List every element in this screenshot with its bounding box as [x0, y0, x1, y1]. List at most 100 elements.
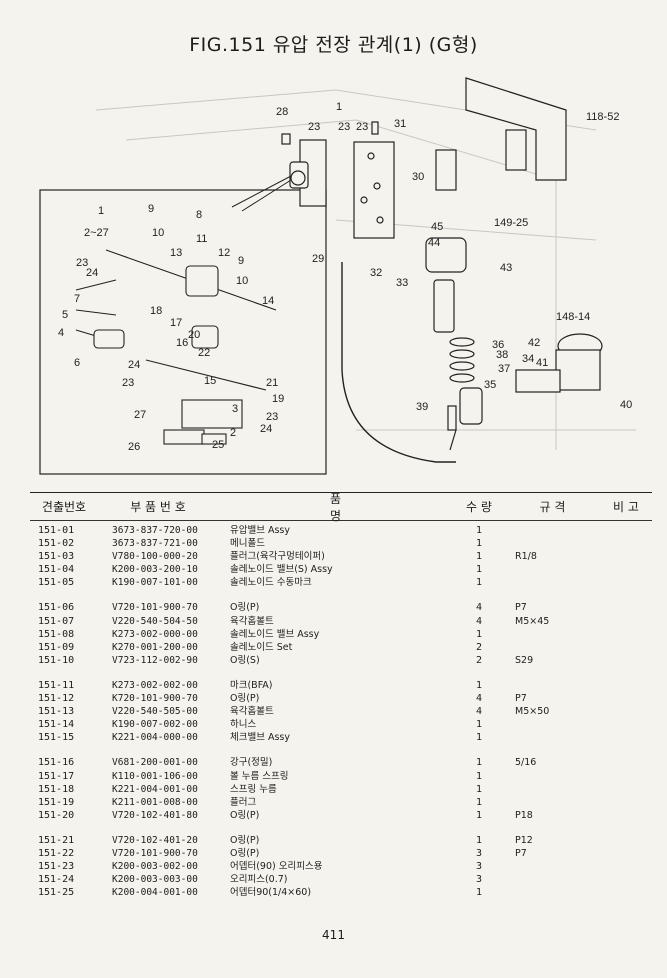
inset-callout-label: 17: [170, 317, 182, 329]
cell-note: [600, 601, 652, 614]
cell-index-no: 151-05: [38, 577, 75, 589]
cell-part-no: K270-001-200-00: [112, 641, 198, 653]
callout-label: 42: [528, 337, 540, 349]
cell-note: [600, 847, 652, 860]
diagram-svg: 28 1 23 23 23 31 30 118-52 45 44 149-25 …: [39, 77, 636, 475]
cell-part-no: K200-003-002-00: [112, 861, 198, 873]
inset-callout-label: 6: [74, 357, 80, 369]
inset-callout-label: 8: [196, 209, 202, 221]
cell-part-no: 3673-837-720-00: [112, 525, 198, 536]
cell-note: [600, 834, 652, 847]
callout-label: 32: [370, 267, 382, 279]
cell-part-name: 어뎁터(90) 오리피스용: [230, 861, 323, 873]
header-spec: 규 격: [539, 500, 566, 514]
cell-spec: P18: [515, 809, 533, 821]
cell-index-no: 151-24: [38, 874, 75, 886]
cell-spec: [505, 641, 600, 654]
cell-note: [600, 537, 652, 550]
cell-spec: S29: [515, 654, 534, 666]
cell-note: [600, 731, 652, 744]
cell-part-no: K221-004-001-00: [112, 783, 198, 795]
cell-note: [600, 576, 652, 589]
valve-assembly: [281, 121, 395, 239]
cell-index-no: 151-07: [38, 615, 75, 627]
inset-callout-label: 9: [238, 255, 244, 267]
cell-quantity: 2: [476, 654, 483, 666]
inset-callout-label: 3: [232, 403, 238, 415]
cell-quantity: 1: [476, 887, 483, 899]
cell-index-no: 151-03: [38, 551, 75, 563]
cell-note: [600, 550, 652, 563]
cell-part-name: O링(P): [230, 809, 260, 821]
inset-callout-label: 23: [122, 377, 134, 389]
cell-part-name: O링(S): [230, 654, 260, 666]
cell-quantity: 3: [476, 847, 483, 859]
inset-callout-label: 18: [150, 305, 162, 317]
part-148-14: [515, 333, 603, 393]
inset-callout-label: 22: [198, 347, 210, 359]
cell-spec: [505, 873, 600, 886]
inset-callout-label: 15: [204, 375, 216, 387]
inset-parts: [75, 249, 277, 445]
cell-part-name: O링(P): [230, 693, 260, 705]
cell-spec: [505, 860, 600, 873]
cell-note: [600, 809, 652, 822]
cell-spec: P7: [515, 693, 527, 705]
cell-part-no: K211-001-008-00: [112, 796, 198, 808]
cell-part-name: 볼 누름 스프링: [230, 770, 289, 782]
inset-callout-label: 10: [236, 275, 248, 287]
cell-part-no: K273-002-000-00: [112, 628, 198, 640]
inset-callout-label: 5: [62, 309, 68, 321]
inset-frame: [39, 189, 327, 475]
cell-spec: M5×50: [515, 706, 550, 718]
cell-note: [600, 563, 652, 576]
cell-quantity: 4: [476, 602, 483, 614]
cell-index-no: 151-10: [38, 654, 75, 666]
cell-part-no: K200-004-001-00: [112, 887, 198, 899]
cell-quantity: 1: [476, 679, 483, 691]
cell-spec: [505, 576, 600, 589]
inset-callout-label: 21: [266, 377, 278, 389]
cell-part-name: 솔레노이드 밸브 Assy: [230, 628, 320, 640]
cell-index-no: 151-04: [38, 564, 75, 576]
inset-callout-label: 27: [134, 409, 146, 421]
cell-index-no: 151-06: [38, 602, 75, 614]
cell-spec: P12: [515, 834, 533, 846]
inset-callout-label: 24: [86, 267, 98, 279]
callout-label: 118-52: [586, 111, 619, 123]
cell-part-no: V681-200-001-00: [112, 757, 198, 769]
cell-part-no: K200-003-003-00: [112, 874, 198, 886]
page-number: 411: [322, 928, 345, 942]
cell-index-no: 151-09: [38, 641, 75, 653]
cell-spec: [505, 718, 600, 731]
cell-quantity: 1: [476, 796, 483, 808]
cell-spec: M5×45: [515, 615, 550, 627]
cell-part-name: O링(P): [230, 834, 260, 846]
cell-index-no: 151-02: [38, 538, 75, 550]
cell-note: [600, 796, 652, 809]
cell-part-name: 오리피스(0.7): [230, 874, 288, 886]
cell-quantity: 4: [476, 615, 483, 627]
cell-part-no: 3673-837-721-00: [112, 538, 198, 550]
cell-index-no: 151-14: [38, 719, 75, 731]
cell-spec: [505, 783, 600, 796]
cell-quantity: 1: [476, 577, 483, 589]
inset-callout-label: 14: [262, 295, 274, 307]
cell-note: [600, 692, 652, 705]
callout-label: 29: [312, 253, 324, 265]
callout-label: 30: [412, 171, 424, 183]
cell-quantity: 4: [476, 706, 483, 718]
header-part-name: 품 명: [329, 491, 412, 523]
inset-callout-label: 7: [74, 293, 80, 305]
cell-quantity: 4: [476, 693, 483, 705]
cylinder-assembly: [425, 237, 483, 451]
